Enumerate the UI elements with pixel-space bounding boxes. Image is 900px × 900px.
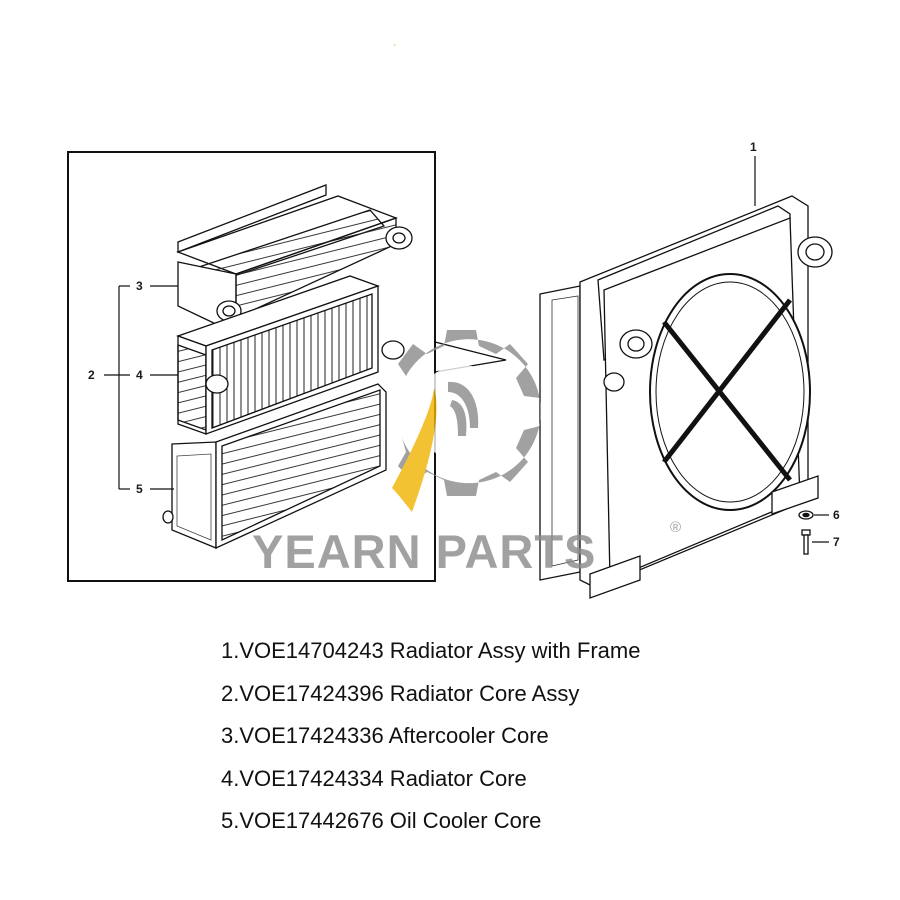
right-leader-lines — [754, 156, 829, 543]
parts-list-item: 2.VOE17424396 Radiator Core Assy — [221, 680, 580, 706]
callout-7: 7 — [833, 535, 840, 549]
registered-mark: ® — [670, 519, 681, 536]
flame-icon — [392, 388, 437, 512]
parts-list-item: 5.VOE17442676 Oil Cooler Core — [221, 808, 542, 833]
fasteners-drawing — [798, 510, 814, 555]
callout-5: 5 — [136, 482, 143, 496]
oil-cooler-core-drawing — [162, 383, 387, 550]
parts-list-item: 3.VOE17424336 Aftercooler Core — [221, 723, 549, 748]
callout-4: 4 — [136, 368, 143, 382]
corner-mark: ' — [394, 43, 396, 52]
parts-list: 1.VOE14704243 Radiator Assy with Frame 2… — [221, 633, 640, 846]
callout-3: 3 — [136, 279, 143, 293]
parts-list-item: 4.VOE17424334 Radiator Core — [221, 765, 527, 791]
callout-1: 1 — [750, 140, 757, 154]
parts-list-item: 1.VOE14704243 Radiator Assy with Frame — [221, 638, 641, 663]
aftercooler-core-drawing — [176, 184, 413, 327]
radiator-core-drawing — [176, 275, 405, 435]
exploded-view-box: 3 2 4 5 — [67, 151, 507, 582]
radiator-assembly-drawing — [539, 195, 833, 599]
callout-6: 6 — [833, 508, 840, 522]
watermark-brand-text: YEARN PARTS — [252, 525, 596, 578]
callout-2: 2 — [88, 368, 95, 382]
watermark-logo: YEARN PARTS ® — [252, 330, 681, 578]
